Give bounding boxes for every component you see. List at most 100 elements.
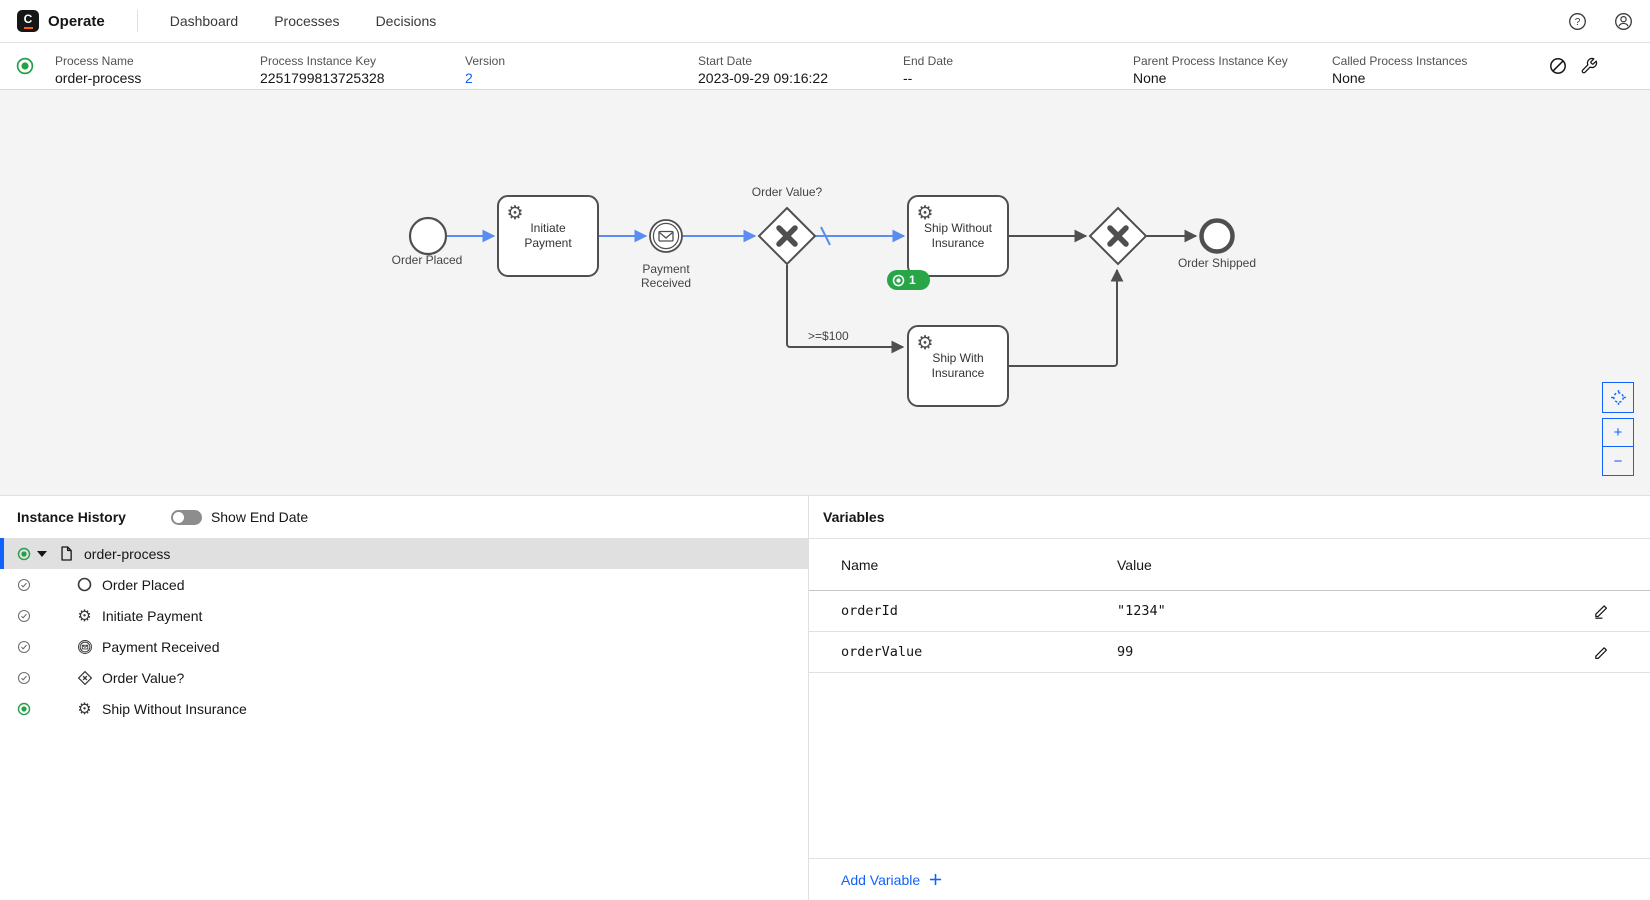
variables-footer: Add Variable — [809, 858, 1650, 900]
top-navbar: C Operate Dashboard Processes Decisions … — [0, 0, 1650, 43]
label-order-placed: Order Placed — [391, 253, 463, 267]
help-icon: ? — [1569, 12, 1586, 30]
label-payment-received: Payment Received — [640, 262, 692, 290]
service-task-icon: ⚙ — [77, 605, 92, 625]
column-header-value: Value — [1117, 556, 1152, 573]
reset-view-icon — [1610, 390, 1626, 405]
label-ship-without-insurance[interactable]: Ship Without Insurance — [923, 221, 993, 250]
bpmn-end-event-order-shipped[interactable] — [1199, 218, 1235, 254]
nav-processes[interactable]: Processes — [274, 13, 340, 29]
navbar-divider — [136, 10, 138, 32]
prohibition-icon — [1550, 58, 1566, 74]
active-state-icon — [17, 702, 31, 715]
app-title: Operate — [48, 12, 105, 30]
show-end-date-toggle[interactable] — [170, 509, 202, 525]
variables-title: Variables — [823, 509, 885, 525]
service-task-gear-icon: ⚙ — [506, 202, 523, 224]
zoom-out-button[interactable]: − — [1602, 447, 1634, 476]
flow-gateway-to-ship-without — [815, 226, 906, 246]
edit-pencil-icon — [1595, 605, 1608, 619]
variable-value: 99 — [1117, 644, 1134, 660]
bpmn-task-ship-without-insurance[interactable]: ⚙ — [907, 195, 1009, 277]
completed-check-icon — [17, 578, 31, 591]
label-order-value: Order Value? — [751, 185, 823, 199]
flow-gateway-to-ship-with — [786, 265, 905, 354]
variable-row-orderValue: orderValue 99 — [809, 632, 1650, 673]
toggle-knob — [172, 511, 184, 523]
wrench-icon — [1581, 57, 1598, 74]
instance-history-title: Instance History — [17, 509, 126, 525]
label-initiate-payment[interactable]: Initiate Payment — [524, 221, 572, 250]
bpmn-gateway-merge[interactable] — [1088, 206, 1148, 266]
history-row-order-value[interactable]: Order Value? — [0, 662, 808, 693]
completed-check-icon — [17, 609, 31, 622]
active-instances-badge: 1 — [887, 270, 930, 290]
variable-name: orderId — [841, 603, 898, 619]
bottom-panels: Instance History Show End Date orde — [0, 495, 1650, 900]
variables-table-header: Name Value — [809, 539, 1650, 591]
flow-ship-with-to-merge — [1008, 268, 1124, 367]
bpmn-task-ship-with-insurance[interactable]: ⚙ — [907, 325, 1009, 407]
instance-active-state-icon — [16, 57, 34, 75]
completed-check-icon — [17, 640, 31, 653]
chevron-down-icon[interactable] — [37, 550, 47, 557]
edit-variable-button[interactable] — [1593, 602, 1610, 620]
service-task-gear-icon: ⚙ — [916, 332, 933, 354]
label-ship-with-insurance[interactable]: Ship With Insurance — [931, 351, 985, 380]
logo-orange-bar — [23, 26, 33, 29]
logo-letter: C — [23, 12, 33, 26]
variable-row-orderId: orderId "1234" — [809, 591, 1650, 632]
add-variable-button[interactable]: Add Variable — [841, 872, 942, 888]
service-task-icon: ⚙ — [77, 698, 92, 718]
gateway-x-marker — [1107, 225, 1129, 247]
nav-decisions[interactable]: Decisions — [375, 13, 437, 29]
show-end-date-label: Show End Date — [210, 509, 309, 525]
history-row-ship-without-insurance[interactable]: ⚙ Ship Without Insurance — [0, 693, 808, 724]
instance-header: Process Name order-process Process Insta… — [0, 43, 1650, 90]
panel-divider — [808, 496, 809, 900]
variable-value: "1234" — [1117, 603, 1166, 619]
process-document-icon — [61, 546, 72, 561]
variables-table: Name Value orderId "1234" orderVa — [809, 539, 1650, 673]
active-state-icon — [892, 274, 905, 286]
zoom-in-button[interactable]: + — [1602, 418, 1634, 447]
active-state-icon — [17, 547, 31, 560]
label-flow-condition: >=$100 — [808, 329, 849, 343]
instance-history-panel: Instance History Show End Date orde — [0, 496, 808, 900]
help-button[interactable]: ? — [1568, 12, 1587, 31]
history-row-process[interactable]: order-process — [0, 538, 808, 569]
edit-pencil-icon — [1595, 647, 1608, 660]
bpmn-diagram-canvas[interactable]: ⚙ ⚙ ⚙ — [0, 90, 1650, 495]
message-event-icon — [77, 639, 92, 654]
plus-icon — [930, 873, 942, 886]
camunda-logo[interactable]: C — [17, 10, 39, 32]
history-row-payment-received[interactable]: Payment Received — [0, 631, 808, 662]
bpmn-gateway-order-value[interactable] — [757, 206, 817, 266]
default-flow-marker — [820, 226, 831, 246]
edit-variable-button[interactable] — [1593, 643, 1610, 661]
service-task-gear-icon: ⚙ — [916, 202, 933, 224]
gateway-icon — [77, 670, 92, 685]
reset-diagram-view-button[interactable] — [1602, 382, 1634, 413]
label-order-shipped: Order Shipped — [1177, 256, 1257, 270]
bpmn-task-initiate-payment[interactable]: ⚙ — [497, 195, 599, 277]
gateway-x-marker — [776, 225, 798, 247]
message-envelope-icon — [658, 230, 674, 242]
user-icon — [1615, 12, 1632, 30]
variable-name: orderValue — [841, 644, 923, 660]
user-button[interactable] — [1614, 12, 1633, 31]
completed-check-icon — [17, 671, 31, 684]
history-row-order-placed[interactable]: Order Placed — [0, 569, 808, 600]
version-link[interactable]: 2 — [465, 70, 473, 86]
history-row-initiate-payment[interactable]: ⚙ Initiate Payment — [0, 600, 808, 631]
start-event-icon — [77, 577, 92, 592]
modify-instance-button[interactable] — [1580, 57, 1598, 75]
nav-dashboard[interactable]: Dashboard — [169, 13, 239, 29]
bpmn-start-event-order-placed[interactable] — [408, 216, 448, 256]
instance-history-tree: order-process Order Placed — [0, 538, 808, 724]
bpmn-event-payment-received[interactable] — [649, 219, 683, 253]
svg-text:?: ? — [1575, 17, 1581, 28]
column-header-name: Name — [841, 556, 879, 573]
cancel-instance-button[interactable] — [1549, 57, 1567, 75]
variables-panel: Variables Name Value orderId "1234" — [809, 496, 1650, 900]
